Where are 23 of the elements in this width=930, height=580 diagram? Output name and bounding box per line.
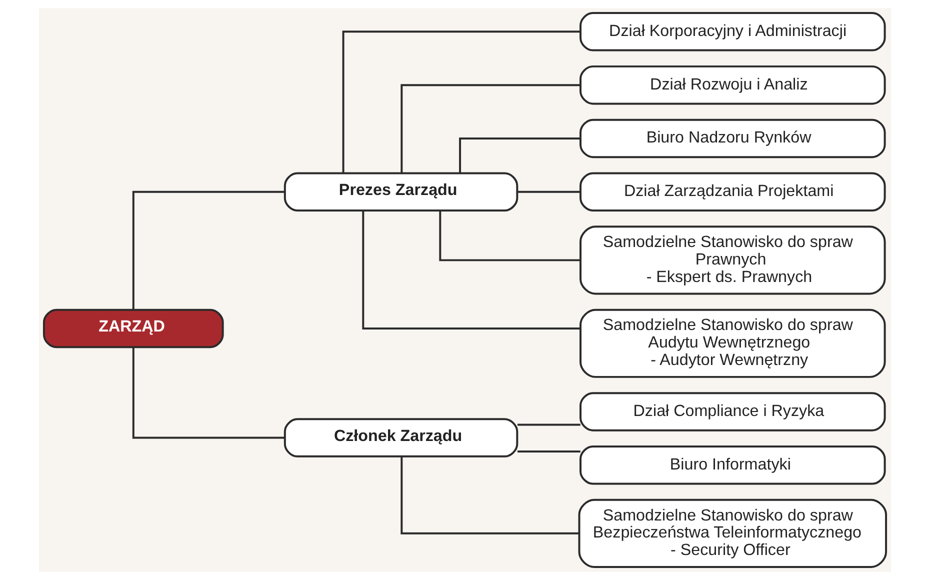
node-box: Biuro Nadzoru Rynków (580, 118, 886, 158)
node-box: Dział Compliance i Ryzyka (580, 392, 886, 432)
connector (400, 84, 580, 173)
connector (362, 210, 580, 330)
node-box: Biuro Informatyki (580, 446, 886, 485)
connector (400, 456, 579, 534)
connector (439, 210, 580, 262)
node-box: Prezes Zarządu (284, 172, 518, 212)
node-box: Dział Rozwoju i Analiz (580, 65, 886, 105)
connector (132, 190, 285, 310)
node-box: Członek Zarządu (284, 418, 518, 458)
node-box: ZARZĄD (42, 308, 224, 348)
connector (342, 30, 580, 174)
node-box: Samodzielne Stanowisko do spraw Bezpieczeństwa Teleinformatycznego - Security Officer (578, 498, 888, 568)
connector (517, 190, 580, 193)
connector (132, 348, 285, 439)
node-box: Dział Zarządzania Projektami (580, 172, 886, 212)
node-box: Samodzielne Stanowisko do spraw Prawnych - Ekspert ds. Prawnych (580, 226, 886, 295)
node-box: Dział Korporacyjny i Administracji (580, 12, 886, 52)
connector (517, 424, 580, 426)
connector (517, 450, 580, 452)
connector (459, 137, 580, 174)
node-box: Samodzielne Stanowisko do spraw Audytu Wewnętrznego - Audytor Wewnętrzny (580, 308, 886, 378)
